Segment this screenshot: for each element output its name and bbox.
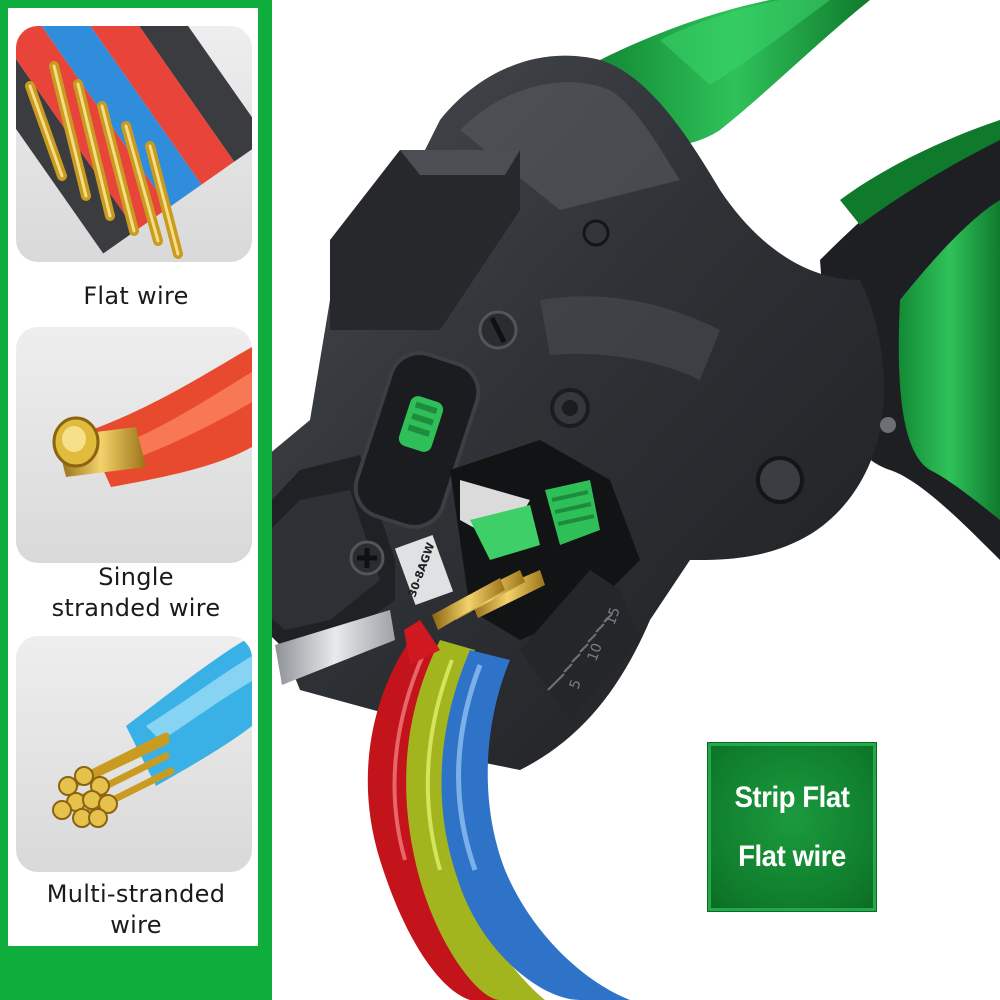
multi-stranded-caption: Multi-stranded wire xyxy=(46,880,226,939)
single-stranded-illustration xyxy=(52,347,252,487)
feature-badge: Strip Flat Flat wire xyxy=(708,743,876,911)
flat-wire-caption: Flat wire xyxy=(83,282,189,310)
scale-ticks xyxy=(547,613,613,691)
pivot-pin xyxy=(582,219,610,247)
wires xyxy=(367,570,630,1000)
wire-types-panel: Flat wire Single stranded wire xyxy=(0,0,272,1000)
flat-wire-card xyxy=(16,26,252,262)
badge-line-1: Strip Flat xyxy=(734,781,850,814)
green-slider xyxy=(398,396,444,452)
flat-wire-illustration xyxy=(16,26,252,259)
multi-stranded-illustration xyxy=(52,636,252,828)
upper-handle xyxy=(600,0,870,147)
green-grip-block xyxy=(470,480,600,560)
gauge-label-plate: 30-8AGW xyxy=(394,534,454,606)
scale-mark-10: 10 xyxy=(585,641,606,663)
pivot-pin xyxy=(756,456,804,504)
scale-mark-15: 15 xyxy=(603,605,624,627)
cutting-blade xyxy=(275,610,395,685)
single-stranded-card xyxy=(16,327,252,563)
multi-stranded-card xyxy=(16,636,252,872)
badge-line-2: Flat wire xyxy=(738,840,846,873)
single-stranded-caption: Single stranded wire xyxy=(51,563,221,622)
